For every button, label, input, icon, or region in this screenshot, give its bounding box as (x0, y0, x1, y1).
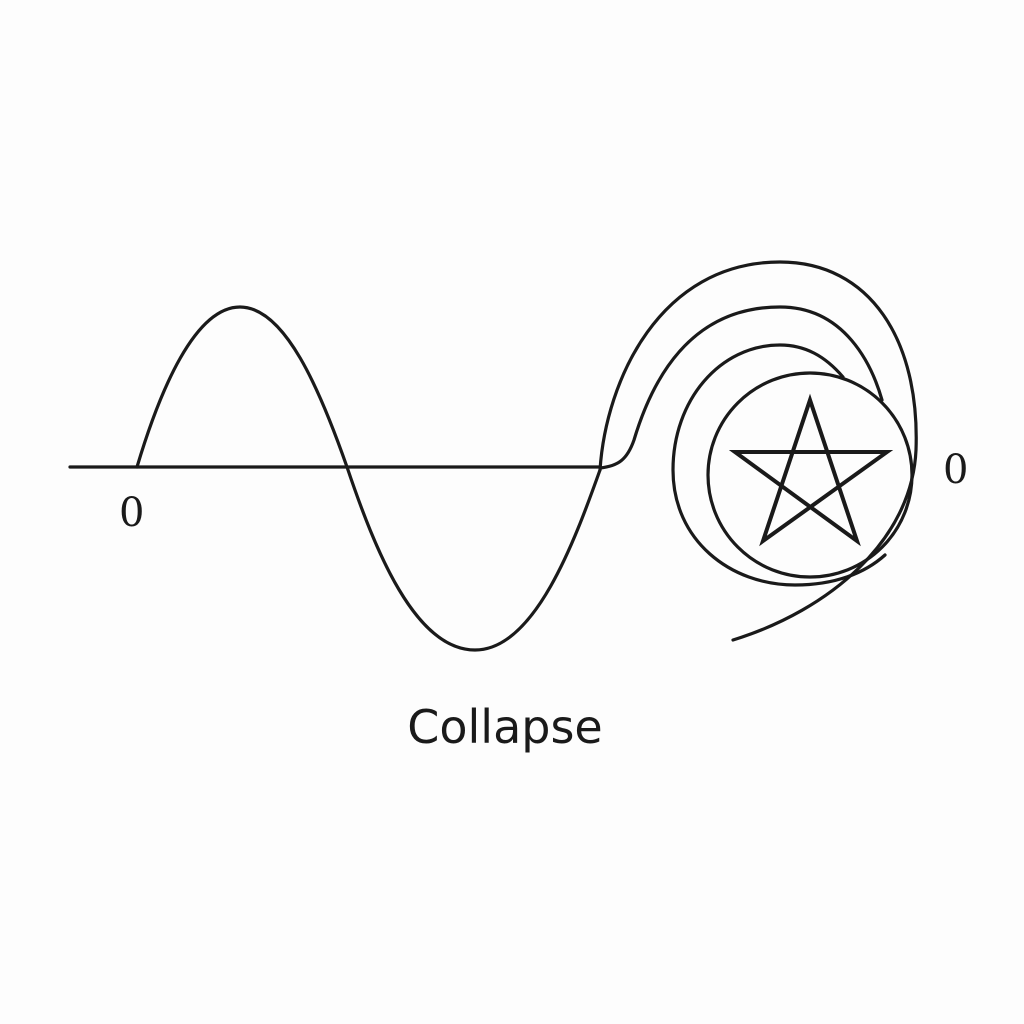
sine-wave (135, 305, 602, 652)
right-zero-label: 0 (943, 447, 969, 493)
outer-spiral-arc (598, 260, 918, 642)
core-circle (706, 371, 914, 579)
middle-spiral-arc (598, 305, 884, 470)
caption: Collapse (407, 700, 603, 754)
pentagram-icon (728, 393, 894, 547)
inner-spiral-arc (671, 343, 887, 587)
left-zero-label: 0 (119, 490, 145, 536)
